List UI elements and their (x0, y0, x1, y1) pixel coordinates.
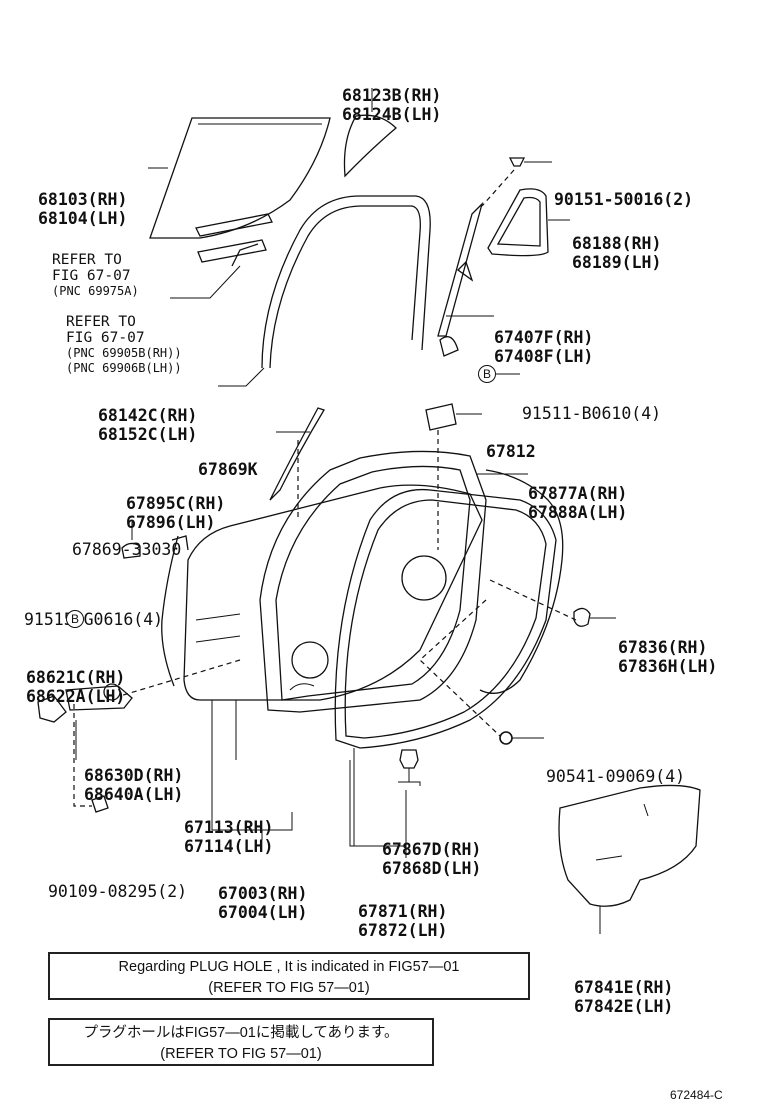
clip-67867d (399, 749, 419, 769)
label-68621c: 68621C(RH)68622A(LH) (26, 668, 126, 706)
hole-cover (425, 403, 457, 431)
callout-b-left: B (66, 610, 84, 628)
label-67841e: 67841E(RH)67842E(LH) (574, 978, 674, 1016)
label-68123b: 68123B(RH)68124B(LH) (342, 86, 442, 124)
lock-rod (161, 535, 179, 687)
label-67407f: 67407F(RH)67408F(LH) (494, 328, 594, 366)
label-67869-33030: 67869-33030 (72, 540, 182, 559)
label-67895c: 67895C(RH)67896(LH) (126, 494, 226, 532)
label-90541: 90541-09069(4) (546, 767, 686, 786)
handle-frame (65, 685, 133, 711)
rear-division-bar (437, 201, 484, 337)
opening-weatherstrip (479, 469, 564, 694)
quarter-glass (343, 114, 397, 178)
label-68630d: 68630D(RH)68640A(LH) (84, 766, 184, 804)
door-outer-panel (183, 484, 483, 701)
glass-run-channel (261, 195, 431, 369)
label-90151: 90151-50016(2) (554, 190, 694, 209)
label-91515: 91515-G0616(4) (24, 610, 164, 629)
stopper-67836 (573, 607, 591, 627)
weatherstrip-67869k (269, 407, 325, 501)
label-67869k: 67869K (198, 460, 258, 479)
label-67812: 67812 (486, 442, 536, 461)
note-plug-hole-ja: プラグホールはFIG57—01に掲載してあります。(REFER TO FIG 5… (48, 1018, 434, 1066)
service-hole-cover (558, 784, 701, 907)
label-67877a: 67877A(RH)67888A(LH) (528, 484, 628, 522)
note-plug-hole-en: Regarding PLUG HOLE , It is indicated in… (48, 952, 530, 1000)
label-67836: 67836(RH)67836H(LH) (618, 638, 718, 676)
label-67113: 67113(RH)67114(LH) (184, 818, 274, 856)
window-channel-lower (197, 239, 267, 263)
label-67867d: 67867D(RH)67868D(LH) (382, 840, 482, 878)
label-68103: 68103(RH)68104(LH) (38, 190, 128, 228)
label-90109: 90109-08295(2) (48, 882, 188, 901)
figure-id: 672484-C (670, 1088, 723, 1102)
callout-b-right: B (478, 365, 496, 383)
screw-90541 (499, 731, 513, 745)
label-68142c: 68142C(RH)68152C(LH) (98, 406, 198, 444)
label-91511: 91511-B0610(4) (522, 404, 662, 423)
quarter-window-frame (487, 188, 549, 257)
door-glass (149, 117, 331, 239)
door-weatherstrip (334, 488, 557, 749)
door-frame-sash (259, 450, 487, 713)
window-channel-upper (195, 213, 273, 237)
screw-90109 (91, 795, 109, 813)
label-68188: 68188(RH)68189(LH) (572, 234, 662, 272)
outside-handle (37, 695, 67, 723)
label-67871: 67871(RH)67872(LH) (358, 902, 448, 940)
screw-90151 (508, 157, 526, 167)
label-67003: 67003(RH)67004(LH) (218, 884, 308, 922)
clip-67869 (121, 542, 141, 559)
